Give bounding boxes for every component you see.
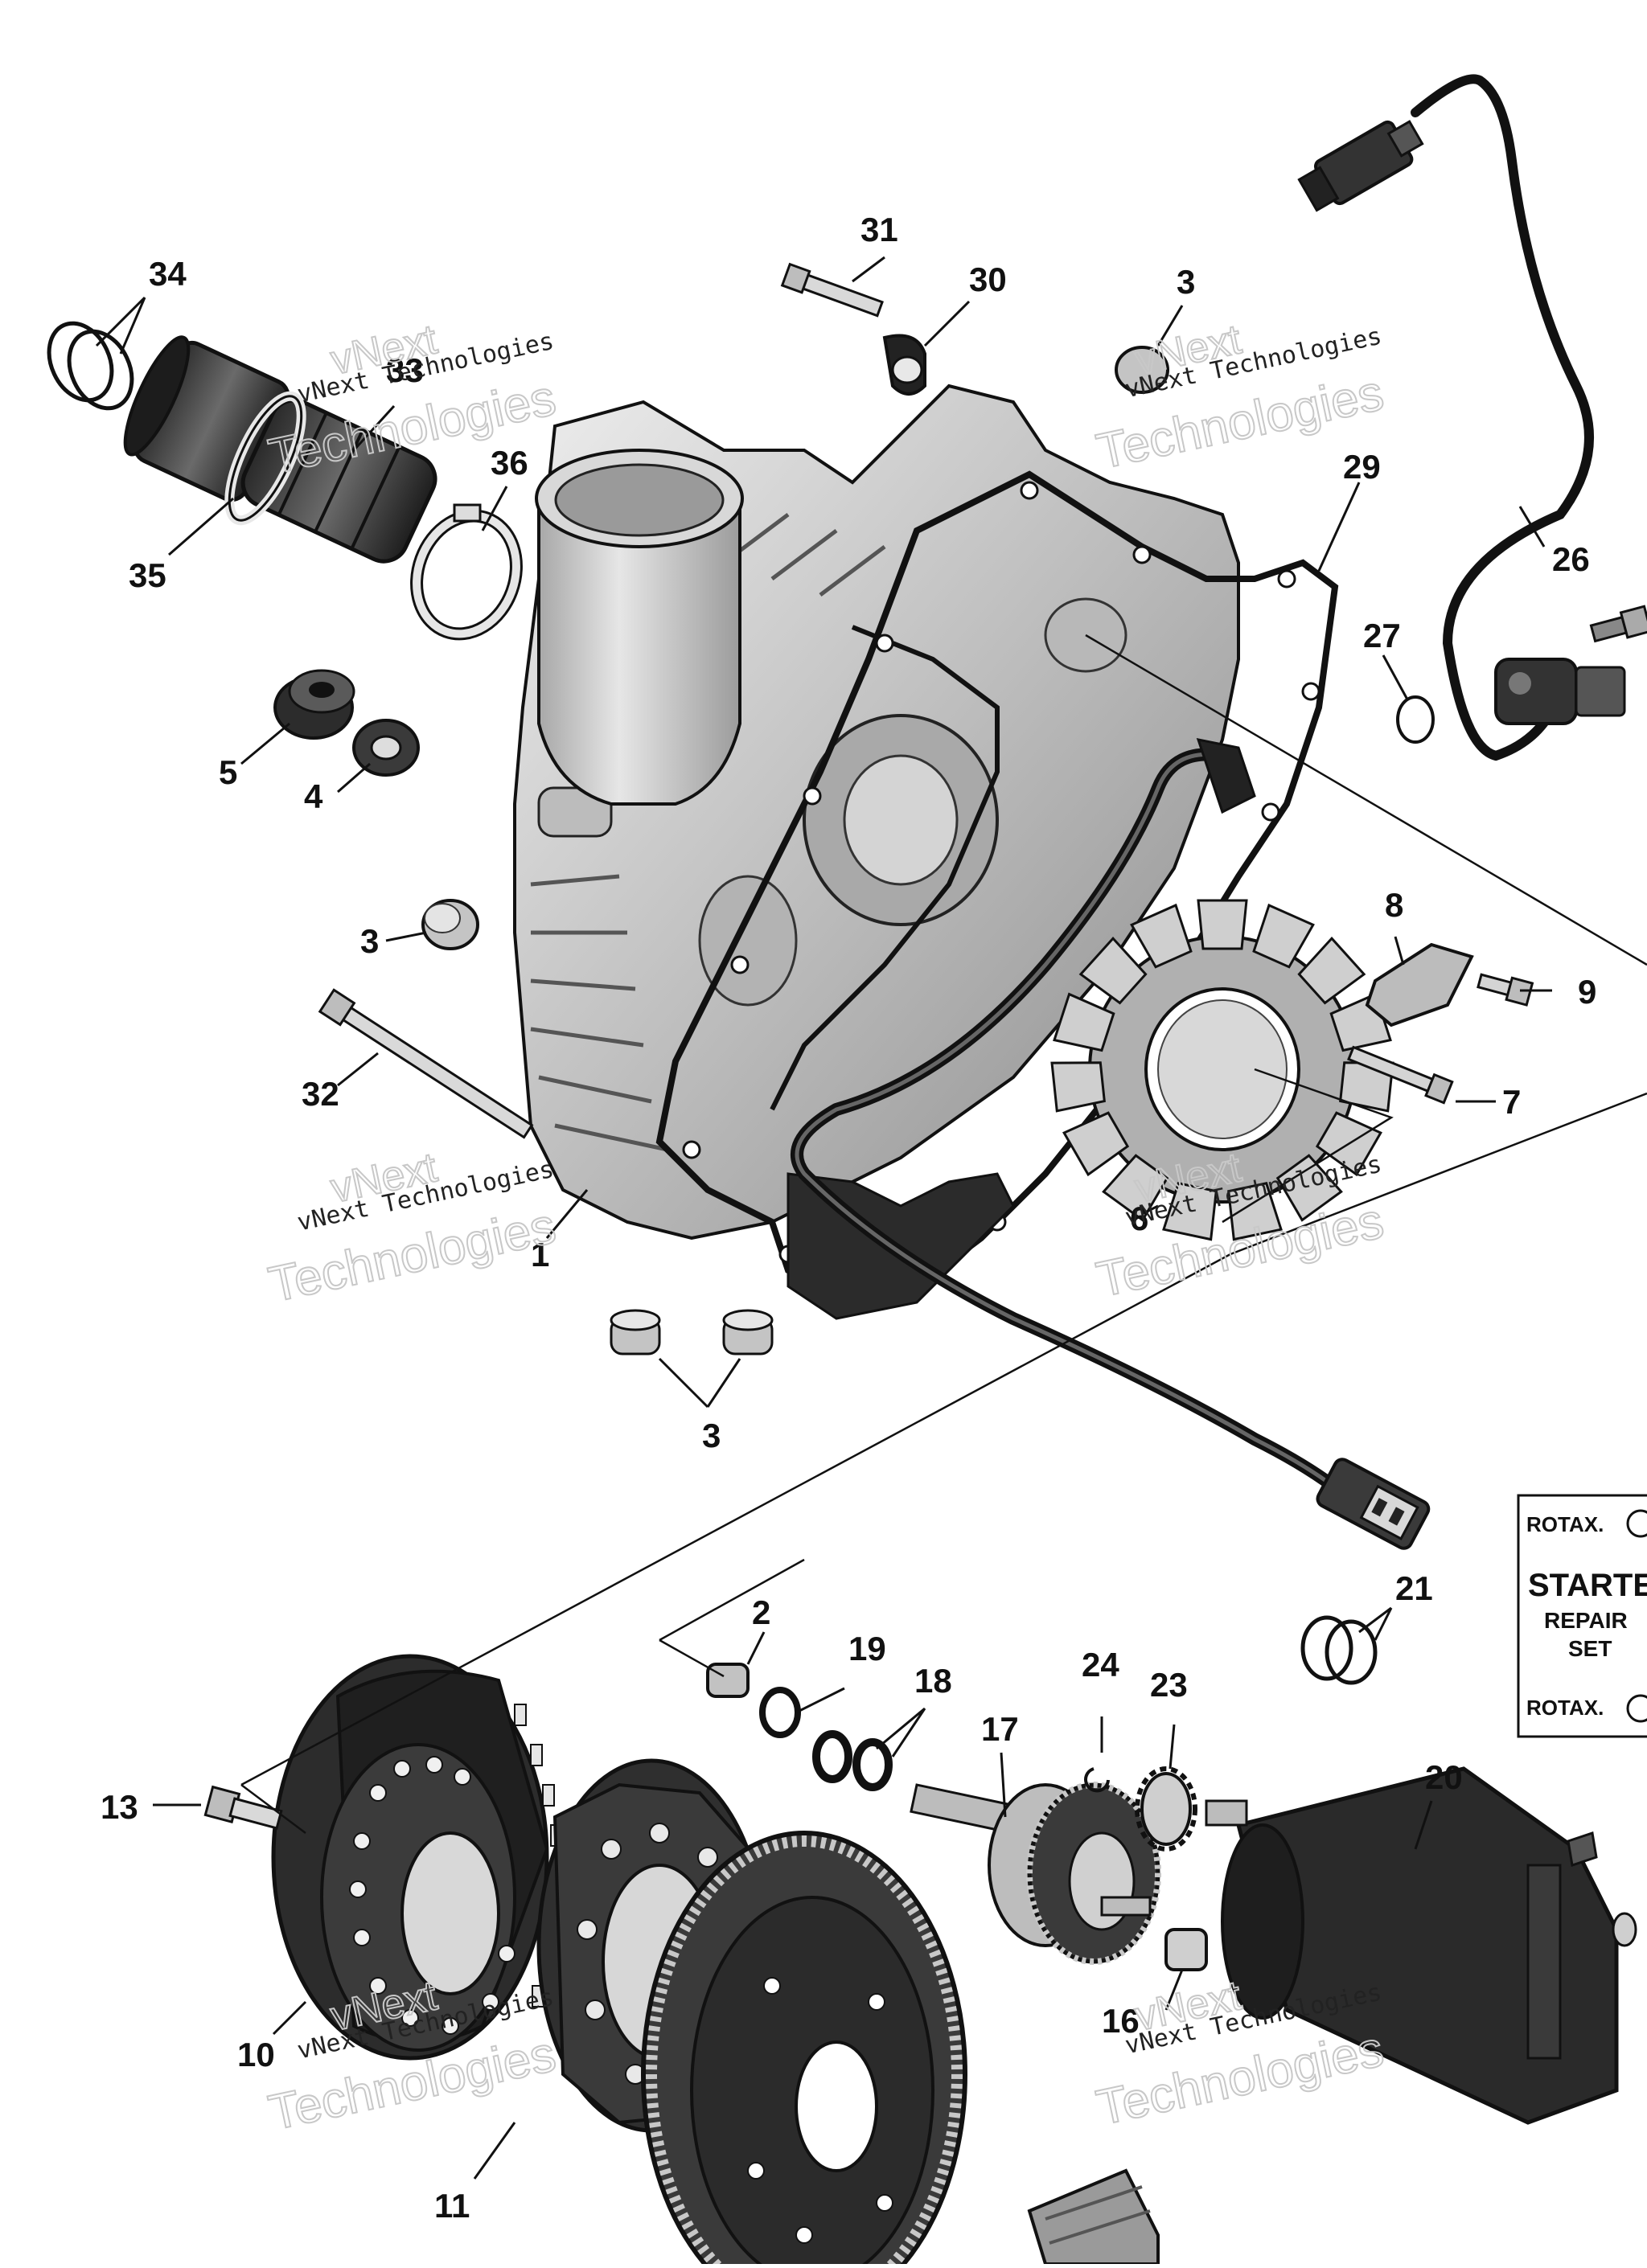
flywheel-part-10 [271,1654,565,2061]
starter-line-set: SET [1568,1636,1612,1661]
callout-27: 27 [1363,617,1401,654]
o-rings-part-21 [1300,1615,1378,1685]
callout-8: 8 [1385,886,1403,924]
wire-grommet [1196,738,1256,814]
starter-shaft [1027,2168,1160,2266]
callout-24: 24 [1082,1646,1119,1684]
bushing-part-16 [1164,1928,1208,1971]
filler-neck [535,449,744,806]
grommet-part-5 [273,669,355,740]
wire-bracket-part-8 [1365,942,1474,1027]
hose-clamp-part-36 [410,503,523,641]
dowel-part-3-top [1115,346,1169,394]
callout-33: 33 [386,351,424,389]
callout-17: 17 [981,1710,1019,1748]
screw-part-9 [1477,973,1534,1007]
callout-3-left: 3 [360,922,379,960]
callout-3-top: 3 [1177,263,1195,301]
dowel-part-3-left [421,899,479,950]
rotax-brand-top: ROTAX. [1526,1512,1604,1536]
o-rings-part-34 [47,321,134,411]
leader-lines [95,256,1552,2180]
rotax-brand-bottom: ROTAX. [1526,1696,1604,1720]
callout-18: 18 [914,1662,952,1700]
hose-adapter-part-33 [123,335,437,564]
dowels-part-3-bottom [610,1309,774,1355]
washer-part-19 [759,1687,801,1738]
callout-11: 11 [434,2187,470,2225]
callout-36: 36 [491,444,528,482]
callout-10: 10 [237,2036,275,2073]
starter-motor-part-20 [1205,1766,1637,2125]
callout-31: 31 [860,211,898,248]
bushing-part-2 [706,1663,750,1698]
pinion-gear-part-23 [1135,1766,1197,1852]
stator-part-6 [1050,899,1394,1241]
harness-connector [1316,1458,1431,1550]
callout-32: 32 [302,1075,339,1113]
bolt-part-32 [318,988,534,1139]
callout-30: 30 [969,260,1007,298]
washers-part-18 [812,1730,893,1791]
callout-2: 2 [752,1593,770,1631]
callout-34: 34 [149,255,187,293]
callout-7: 7 [1502,1083,1521,1121]
ring-gear [641,1831,967,2268]
callout-1: 1 [531,1236,549,1273]
callout-5: 5 [219,753,237,791]
callout-4: 4 [304,777,323,815]
sensor-harness-part-26 [1297,74,1647,761]
hose-clamp-part-35 [224,391,306,526]
bolt-part-7 [1347,1045,1454,1105]
explode-lines [240,634,1647,1834]
callout-20: 20 [1425,1758,1463,1796]
callout-29: 29 [1343,448,1381,486]
clip-part-30 [882,334,926,396]
oil-seal-part-4 [352,719,420,777]
starter-line-repair: REPAIR [1544,1608,1628,1633]
callout-13: 13 [101,1788,138,1826]
callout-19: 19 [848,1630,886,1667]
o-ring-part-27 [1396,695,1435,744]
rotax-logo-icon-bottom [1626,1694,1647,1723]
callout-3-bottom: 3 [702,1417,721,1454]
bolt-part-13 [203,1785,283,1830]
callout-6: 6 [1130,1200,1148,1237]
rotax-logo-icon-top [1626,1509,1647,1538]
callout-21: 21 [1395,1569,1433,1607]
callout-23: 23 [1150,1666,1188,1704]
callout-16: 16 [1102,2002,1140,2040]
callout-9: 9 [1578,973,1596,1011]
callout-26: 26 [1552,540,1590,578]
bolt-part-31 [780,262,884,318]
callout-35: 35 [129,556,166,594]
starter-drive-part-17 [910,1782,1161,1965]
retaining-ring-part-24 [1084,1767,1110,1793]
watermark-3: vNext vNext Technologies Technologies [263,1143,561,1314]
callout-numbers: 34 33 35 36 31 30 3 29 26 27 5 4 3 8 9 7… [101,211,1596,2225]
